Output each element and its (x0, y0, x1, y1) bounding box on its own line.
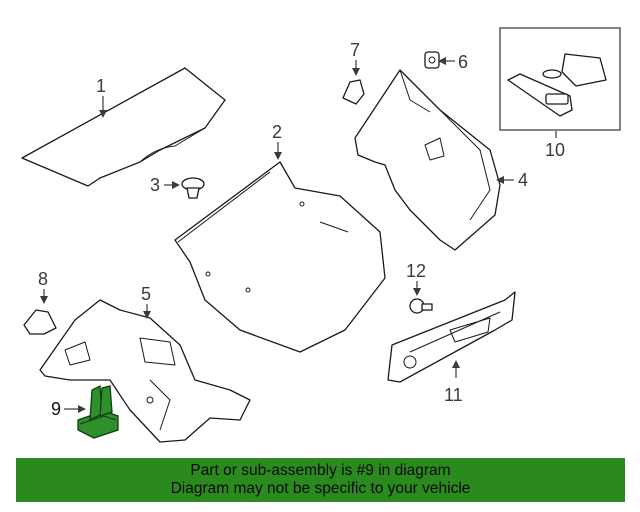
callout-10: 10 (545, 131, 565, 160)
part-2-trunk-mat[interactable] (174, 161, 386, 353)
part-1-cover-panel[interactable] (21, 67, 226, 187)
callout-2-arrow (274, 152, 282, 160)
callout-5-arrow (143, 311, 151, 319)
callout-5-label: 5 (141, 284, 151, 304)
callout-8-arrow (40, 296, 48, 304)
banner-line-2: Diagram may not be specific to your vehi… (170, 480, 471, 497)
callout-11-label: 11 (444, 385, 463, 405)
part-10-inset[interactable] (499, 27, 621, 131)
banner-line-1: Part or sub-assembly is #9 in diagram (190, 462, 451, 479)
callout-5: 5 (141, 284, 151, 319)
parts-diagram: 1 2 3 4 6 (21, 27, 621, 443)
part-8-bracket[interactable] (23, 309, 57, 335)
callout-9: 9 (51, 399, 86, 419)
part-4-side-trim-panel[interactable] (354, 69, 501, 251)
callout-1-arrow (99, 110, 107, 118)
callout-4: 4 (496, 170, 528, 190)
part-6-nut[interactable] (424, 51, 440, 69)
callout-1-label: 1 (96, 76, 106, 96)
callout-12-label: 12 (406, 261, 426, 281)
part-7-bracket[interactable] (342, 79, 365, 105)
part-11-sill-plate[interactable] (387, 291, 516, 383)
callout-10-label: 10 (545, 140, 565, 160)
part-5-wheelhouse-trim[interactable] (39, 299, 251, 443)
callout-12: 12 (406, 261, 426, 296)
callout-7-label: 7 (350, 40, 360, 60)
callout-4-label: 4 (518, 170, 528, 190)
callout-7-arrow (352, 68, 360, 76)
part-3-clip[interactable] (181, 177, 205, 199)
callout-3: 3 (150, 175, 180, 195)
callout-9-arrow (78, 405, 86, 413)
callout-6-arrow (438, 57, 446, 65)
callout-11-arrow (452, 360, 460, 368)
callout-8: 8 (38, 269, 48, 304)
callout-1: 1 (96, 76, 107, 118)
callout-7: 7 (350, 40, 360, 76)
callout-4-arrow (496, 176, 504, 184)
callout-11: 11 (444, 360, 463, 405)
part-9-highlighted[interactable] (77, 384, 119, 439)
callout-9-label: 9 (51, 399, 61, 419)
part-12-bolt[interactable] (409, 298, 433, 314)
callout-3-label: 3 (150, 175, 160, 195)
callout-6: 6 (438, 52, 468, 72)
callout-2: 2 (272, 122, 282, 160)
callout-3-arrow (172, 181, 180, 189)
callout-12-arrow (413, 288, 421, 296)
part-notice-banner: Part or sub-assembly is #9 in diagram Di… (16, 458, 625, 502)
callout-6-label: 6 (458, 52, 468, 72)
callout-8-label: 8 (38, 269, 48, 289)
callout-2-label: 2 (272, 122, 282, 142)
